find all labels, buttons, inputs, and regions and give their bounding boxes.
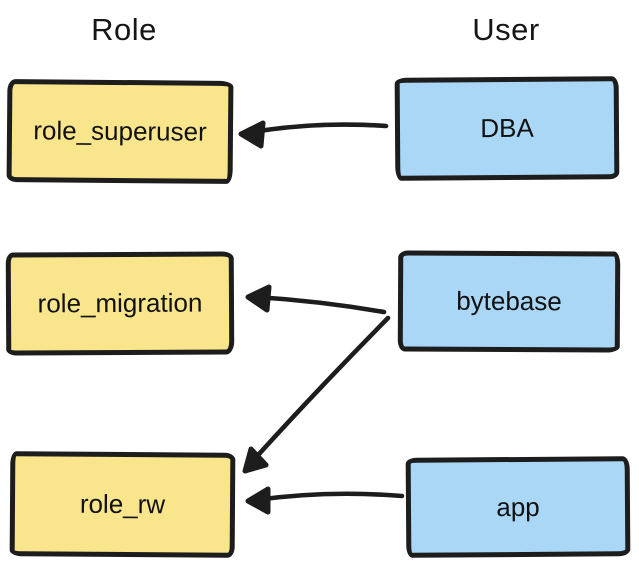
node-role-superuser-label: role_superuser	[33, 115, 207, 147]
node-user-dba-label: DBA	[480, 112, 534, 144]
node-user-dba[interactable]: DBA	[394, 76, 620, 181]
arrow-bytebase-to-role-rw	[242, 315, 391, 474]
node-role-migration[interactable]: role_migration	[5, 251, 235, 356]
node-user-bytebase-label: bytebase	[456, 285, 562, 317]
node-role-migration-label: role_migration	[37, 287, 203, 319]
node-role-superuser[interactable]: role_superuser	[6, 79, 234, 184]
arrow-bytebase-to-role-migration	[245, 284, 387, 315]
node-user-app-label: app	[496, 491, 540, 522]
node-user-bytebase[interactable]: bytebase	[397, 250, 621, 353]
column-header-user: User	[472, 12, 540, 47]
node-role-rw[interactable]: role_rw	[9, 451, 236, 558]
node-role-rw-label: role_rw	[79, 488, 166, 520]
arrow-app-to-role-rw	[245, 486, 405, 515]
column-header-role: Role	[91, 12, 157, 47]
arrow-dba-to-role-superuser	[238, 120, 389, 149]
node-user-app[interactable]: app	[405, 456, 631, 558]
